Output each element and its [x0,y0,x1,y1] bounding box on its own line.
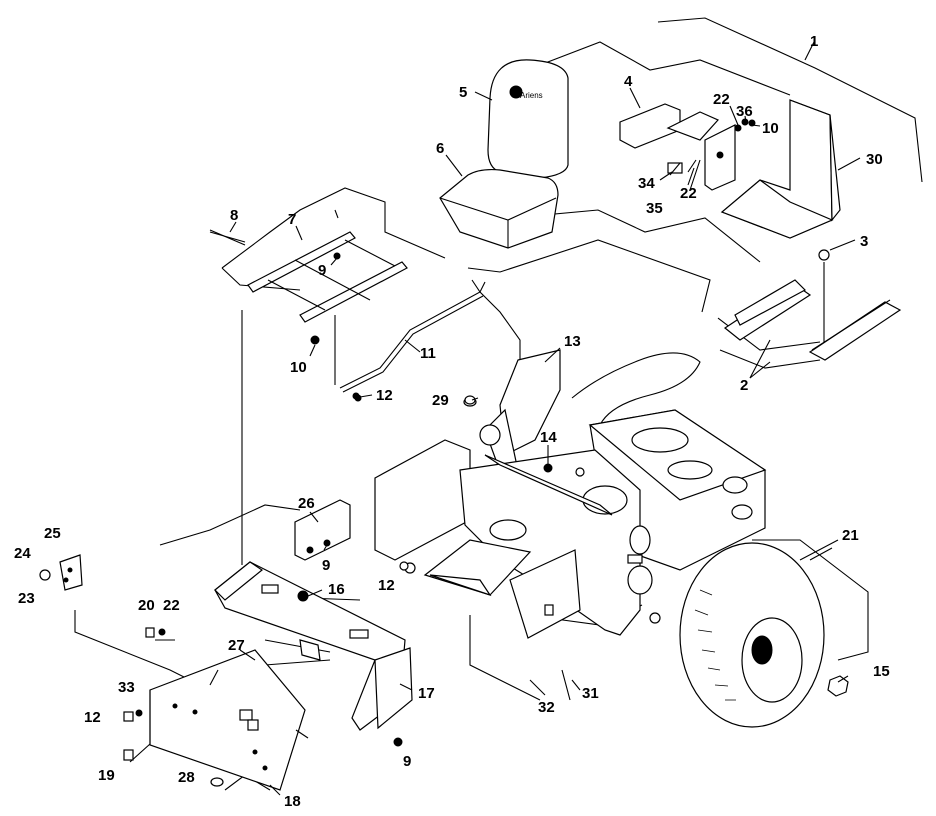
foot-plate [149,649,306,791]
callout-36: 36 [736,103,753,120]
callout-9-mid: 9 [322,557,330,574]
seat-rails [723,279,902,361]
callout-31: 31 [582,685,599,702]
callout-15: 15 [873,663,890,680]
callout-2: 2 [740,377,748,394]
callout-7: 7 [288,211,296,228]
callout-20: 20 [138,597,155,614]
callout-18: 18 [284,793,301,810]
callout-19: 19 [98,767,115,784]
callout-17: 17 [418,685,435,702]
hardware [123,231,571,787]
svg-text:Ariens: Ariens [520,91,543,100]
callout-27: 27 [228,637,245,654]
callout-21: 21 [842,527,859,544]
callout-5: 5 [459,84,467,101]
callout-6: 6 [436,140,444,157]
callout-28: 28 [178,769,195,786]
seat-backrest: Ariens [487,59,569,179]
callout-9-bottom: 9 [403,753,411,770]
leader-lines [229,39,861,796]
callout-12-top: 12 [376,387,393,404]
control-cable [571,352,701,426]
callout-34: 34 [638,175,655,192]
callout-4: 4 [624,73,633,90]
bracket-26 [294,499,351,561]
seat-cushion [439,168,559,249]
callout-12-mid: 12 [378,577,395,594]
callout-22-top: 22 [713,91,730,108]
handle-assembly [39,554,83,591]
callout-22-mid: 22 [680,185,697,202]
callout-32: 32 [538,699,555,716]
callout-24: 24 [14,545,31,562]
callout-3: 3 [860,233,868,250]
callout-labels: 1 2 3 4 5 6 7 8 9 9 9 10 10 11 12 12 12 … [14,33,890,810]
seat-mount-frame [209,229,408,323]
callout-13: 13 [564,333,581,350]
callout-30: 30 [866,151,883,168]
callout-9-top: 9 [318,262,326,279]
callout-29: 29 [432,392,449,409]
callout-8: 8 [230,207,238,224]
callout-10-left: 10 [290,359,307,376]
callout-10-right: 10 [762,120,779,137]
seat-mount-bracket [720,99,841,350]
front-axle-frame [214,561,413,731]
callout-35: 35 [646,200,663,217]
callout-11: 11 [420,345,436,362]
callout-26: 26 [298,495,315,512]
callout-16: 16 [328,581,345,598]
callout-23: 23 [18,590,35,607]
callout-1: 1 [810,33,818,50]
callout-14: 14 [540,429,557,446]
callout-33: 33 [118,679,135,696]
hinge-brackets [619,103,756,191]
linkage-rod [310,281,486,402]
callout-25: 25 [44,525,61,542]
rear-wheel [679,542,849,728]
callout-12-left: 12 [84,709,101,726]
callout-22-left: 22 [163,597,180,614]
